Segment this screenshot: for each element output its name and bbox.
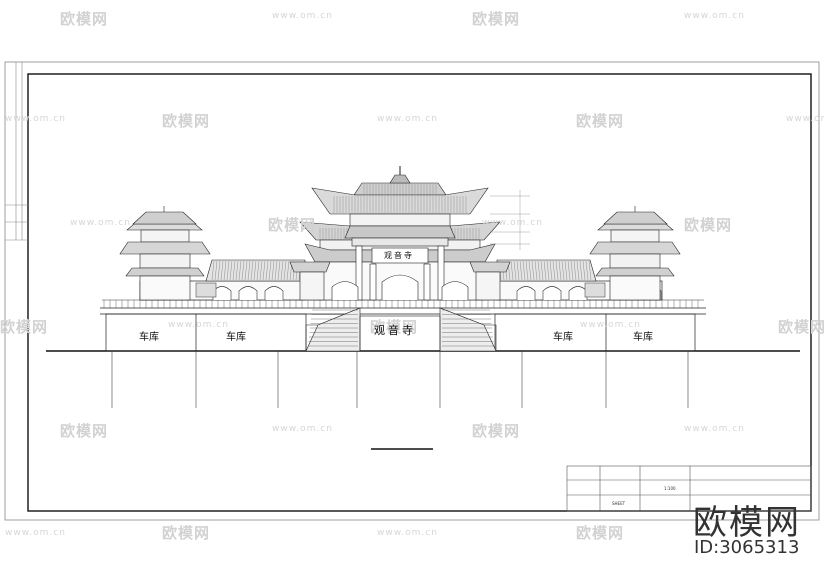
- watermark-url: www.om.cn: [377, 114, 438, 124]
- center-flank-eaves: [289, 261, 511, 301]
- brand-logo-text: 欧模网: [693, 503, 801, 543]
- watermark-brand: 欧模网: [684, 216, 733, 234]
- watermark-url: www.om.cn: [272, 11, 333, 21]
- watermark-brand: 欧模网: [60, 10, 109, 28]
- watermark-brand: 欧模网: [60, 422, 109, 440]
- watermark-url: www.om.cn: [168, 320, 229, 330]
- watermark-brand: 欧模网: [576, 112, 625, 130]
- dimension-ticks: [490, 190, 530, 250]
- watermark-brand: 欧模网: [576, 524, 625, 542]
- wing-roofs: [205, 259, 597, 282]
- temple-name-front: 观音寺: [374, 324, 416, 337]
- watermark-brand: 欧模网: [162, 112, 211, 130]
- watermark-url: www.om.cn: [786, 114, 824, 124]
- outer-frame: [4, 61, 820, 521]
- watermark-brand: 欧模网: [0, 318, 49, 336]
- garage-label: 车库: [553, 332, 573, 343]
- watermark-url: www.om.cn: [5, 114, 66, 124]
- watermark-brand: 欧模网: [370, 318, 419, 336]
- watermark-url: www.om.cn: [70, 218, 131, 228]
- watermark-url: www.om.cn: [377, 528, 438, 538]
- watermark-url: www.om.cn: [580, 320, 641, 330]
- title-block: [566, 465, 812, 512]
- watermark-brand: 欧模网: [162, 524, 211, 542]
- garage-label: 车库: [633, 332, 653, 343]
- watermark-url: www.om.cn: [684, 424, 745, 434]
- left-pavilion: [119, 206, 211, 301]
- watermark-brand: 欧模网: [268, 216, 317, 234]
- memorial-gate: [331, 225, 469, 301]
- gate-plaque-frame: [371, 247, 429, 264]
- inner-frame: [27, 73, 812, 512]
- right-pavilion: [589, 206, 681, 301]
- model-id-label: ID:3065313: [694, 537, 800, 558]
- watermark-brand: 欧模网: [778, 318, 824, 336]
- title-block-sheet: SHEET: [612, 501, 626, 506]
- watermark-url: www.om.cn: [684, 11, 745, 21]
- foundation-piles: [111, 351, 689, 408]
- watermark-url: www.om.cn: [5, 528, 66, 538]
- watermark-url: www.om.cn: [482, 218, 543, 228]
- gate-plaque-text: 观音寺: [384, 251, 414, 260]
- watermark-brand: 欧模网: [472, 422, 521, 440]
- central-stairs: [305, 307, 497, 352]
- garage-label: 车库: [226, 332, 246, 343]
- garage-label: 车库: [139, 332, 159, 343]
- title-block-scale: 1:100: [664, 486, 676, 491]
- wing-windows: [195, 282, 606, 298]
- watermark-url: www.om.cn: [272, 424, 333, 434]
- watermark-brand: 欧模网: [472, 10, 521, 28]
- left-title-strip: [5, 62, 28, 241]
